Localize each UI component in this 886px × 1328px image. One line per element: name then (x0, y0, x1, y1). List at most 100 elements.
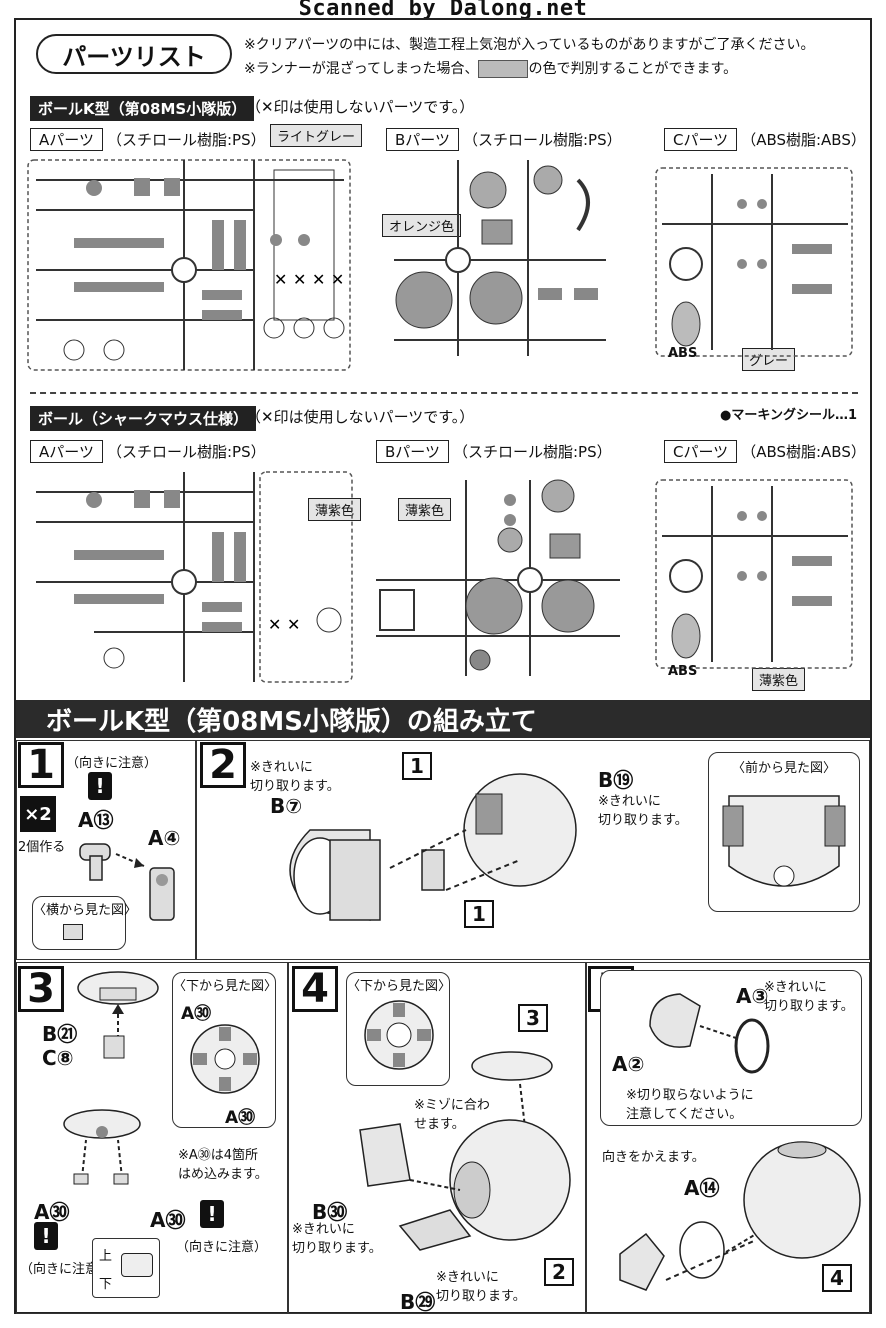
section1-title: ボールK型（第08MS小隊版） (30, 96, 255, 121)
marking-sticker-note: ●マーキングシール…1 (720, 408, 857, 423)
step4-bottom-view: 〈下から見た図〉 (346, 972, 452, 1086)
parts-list-title: パーツリスト (36, 34, 232, 74)
step1-view-label: 〈横から見た図〉 (33, 903, 138, 918)
step2-cut-note-2: ※きれいに 切り取ります。 (598, 794, 688, 828)
runner-b-2 (376, 479, 620, 676)
runner-a-2: ✕ ✕ (36, 471, 353, 683)
step5-turn-note: 向きをかえます。 (602, 1150, 705, 1165)
step5-no-cut-note: ※切り取らないように 注意してください。 (626, 1088, 754, 1122)
step1-make-count: 2個作る (18, 840, 66, 855)
step5-detail-box (600, 970, 862, 1126)
step3-part-1: B㉑ (42, 1022, 78, 1046)
step1-number: 1 (18, 742, 64, 788)
step4-part-1: B㉚ (312, 1200, 348, 1224)
step3-view-label: 〈下から見た図〉 (173, 979, 278, 994)
warning-icon: ! (34, 1222, 58, 1250)
section2-c-label: Cパーツ（ABS樹脂:ABS） (664, 440, 866, 463)
section2-tag-c: 薄紫色 (752, 668, 806, 691)
c-material: （ABS樹脂:ABS） (741, 131, 866, 149)
step3-view-part-a: A㉚ (181, 1004, 212, 1024)
header-note-2: ※ランナーが混ざってしまった場合、 の色で判別することができます。 (244, 58, 737, 78)
step2-view-label: 〈前から見た図〉 (731, 761, 836, 776)
step3-caution-1: （向きに注意） (20, 1262, 112, 1277)
header-note-2-pre: ※ランナーが混ざってしまった場合、 (244, 61, 479, 77)
step4-ref-3: 3 (518, 1004, 548, 1032)
header-note-1: ※クリアパーツの中には、製造工程上気泡が入っているものがありますがご了承ください… (244, 37, 815, 53)
step3-part-d: A㉚ (150, 1208, 186, 1232)
step3-mid-diagram (63, 1109, 141, 1185)
step5-ref-4: 4 (822, 1264, 852, 1292)
step4-cut-note-1: ※きれいに 切り取ります。 (292, 1222, 382, 1256)
step4-view-label: 〈下から見た図〉 (347, 979, 452, 994)
section1-tag-c: グレー (742, 348, 796, 371)
section1-c-label: Cパーツ（ABS樹脂:ABS） (664, 128, 866, 151)
step3-part-2: C⑧ (42, 1046, 74, 1070)
up-label: 上 (99, 1249, 113, 1264)
step4-panel (288, 962, 586, 1314)
step1-part-2: A④ (148, 826, 181, 850)
color-swatch (478, 60, 529, 78)
section2-a-label: Aパーツ（スチロール樹脂:PS） (30, 440, 266, 463)
step5-part-2: A② (612, 1052, 645, 1076)
front-view-shape (722, 795, 846, 887)
step3-caution-2: （向きに注意） (176, 1240, 268, 1255)
step5-part-1: A③ (736, 984, 769, 1008)
step3-orientation-guide: 上 下 (92, 1238, 160, 1298)
step1-side-view: 〈横から見た図〉 (32, 896, 138, 950)
b-parts-box: Bパーツ (386, 128, 459, 151)
step4-ref-2: 2 (544, 1258, 574, 1286)
runner-c-1 (655, 167, 853, 357)
runner-c-2 (655, 479, 853, 669)
header-note-2-post: の色で判別することができます。 (528, 61, 738, 77)
b-parts-box: Bパーツ (376, 440, 449, 463)
step2-number: 2 (200, 742, 246, 788)
step2-part-1: B⑦ (270, 794, 303, 818)
step4-groove-note: ※ミゾに合わ せます。 (414, 1098, 490, 1132)
section1-subtitle: （✕印は使用しないパーツです。） (246, 98, 475, 116)
step3-part-c: A㉚ (34, 1200, 70, 1224)
step2-ref-bottom: 1 (464, 900, 494, 928)
step1-panel (16, 740, 196, 960)
step2-part-2: B⑲ (598, 768, 634, 792)
b-material: （スチロール樹脂:PS） (453, 443, 612, 461)
warning-icon: ! (200, 1200, 224, 1228)
assembly-banner: ボールK型（第08MS小隊版）の組み立て (16, 700, 870, 738)
side-view-shape (63, 924, 83, 940)
step1-diagram (79, 843, 175, 921)
step2-diagram (289, 773, 577, 921)
a-parts-box: Aパーツ (30, 128, 103, 151)
b-material: （スチロール樹脂:PS） (463, 131, 622, 149)
a-parts-box: Aパーツ (30, 440, 103, 463)
runner-b-1 (394, 160, 606, 356)
down-label: 下 (99, 1277, 113, 1292)
step3-number: 3 (18, 966, 64, 1012)
c-parts-box: Cパーツ (664, 440, 738, 463)
step2-front-view: 〈前から見た図〉 (708, 752, 860, 912)
step3-note: ※A㉚は4箇所 はめ込みます。 (178, 1148, 268, 1182)
section2-abs-mark: ABS (668, 664, 698, 679)
step3-bottom-view: 〈下から見た図〉 A㉚ A㉚ (172, 972, 278, 1128)
section1-b-label: Bパーツ（スチロール樹脂:PS） (386, 128, 622, 151)
svg-text:✕ ✕: ✕ ✕ (268, 615, 300, 634)
step4-cut-note-2: ※きれいに 切り取ります。 (436, 1270, 526, 1304)
step5-panel (586, 962, 870, 1314)
step2-ref-top: 1 (402, 752, 432, 780)
step5-part-3: A⑭ (684, 1176, 720, 1200)
step1-caution: （向きに注意） (66, 756, 158, 771)
section1-tag-b: オレンジ色 (382, 214, 462, 237)
step5-diagram (619, 1141, 861, 1291)
step4-part-2: B㉙ (400, 1290, 436, 1314)
watermark: Scanned by Dalong.net (298, 0, 588, 21)
step2-cut-note-1: ※きれいに 切り取ります。 (250, 760, 340, 794)
section2-subtitle: （✕印は使用しないパーツです。） (246, 408, 475, 426)
runner-a-1: ✕ ✕ ✕ ✕ (27, 159, 351, 371)
step4-bottom-disc (364, 1000, 434, 1070)
section1-tag-a: ライトグレー (270, 124, 363, 147)
step3-panel (16, 962, 288, 1314)
step4-number: 4 (292, 966, 338, 1012)
a-material: （スチロール樹脂:PS） (106, 131, 266, 149)
step1-multiplier: ×2 (20, 796, 56, 832)
section2-tag-b: 薄紫色 (398, 498, 452, 521)
section1-abs-mark: ABS (668, 346, 698, 361)
step2-panel (196, 740, 870, 960)
